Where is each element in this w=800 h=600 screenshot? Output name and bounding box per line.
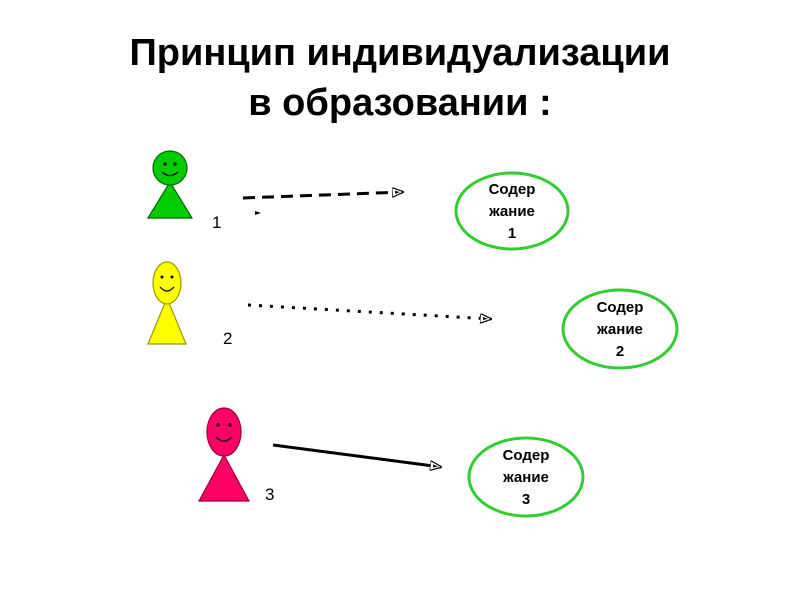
content-2-line-3: 2	[616, 343, 624, 360]
content-2-line-1: Содер	[597, 299, 644, 316]
slide-title: Принцип индивидуализации в образовании :	[0, 28, 800, 128]
arrow-stub-mark	[255, 211, 261, 215]
person-3-icon	[197, 407, 251, 502]
dashed-arrow-1	[242, 192, 403, 200]
solid-arrow-3	[272, 443, 441, 467]
content-2-line-2: жание	[596, 321, 643, 338]
person-2-icon	[147, 261, 187, 345]
content-oval-3: Содер жание 3	[467, 436, 585, 518]
content-3-line-1: Содер	[503, 447, 550, 464]
title-line-1: Принцип индивидуализации	[129, 32, 671, 74]
person-1-icon	[146, 150, 194, 219]
content-3-line-2: жание	[502, 469, 549, 486]
person-number-3: 3	[265, 485, 274, 504]
content-3-line-3: 3	[522, 491, 530, 508]
content-1-line-2: жание	[488, 203, 535, 220]
content-oval-2: Содер жание 2	[561, 288, 679, 370]
title-line-2: в образовании :	[248, 82, 552, 124]
content-oval-1: Содер жание 1	[454, 171, 570, 251]
content-1-line-1: Содер	[489, 181, 536, 198]
person-number-2: 2	[223, 329, 232, 348]
person-number-1: 1	[212, 213, 221, 232]
content-1-line-3: 1	[508, 225, 516, 242]
dotted-arrow-2	[247, 303, 491, 319]
